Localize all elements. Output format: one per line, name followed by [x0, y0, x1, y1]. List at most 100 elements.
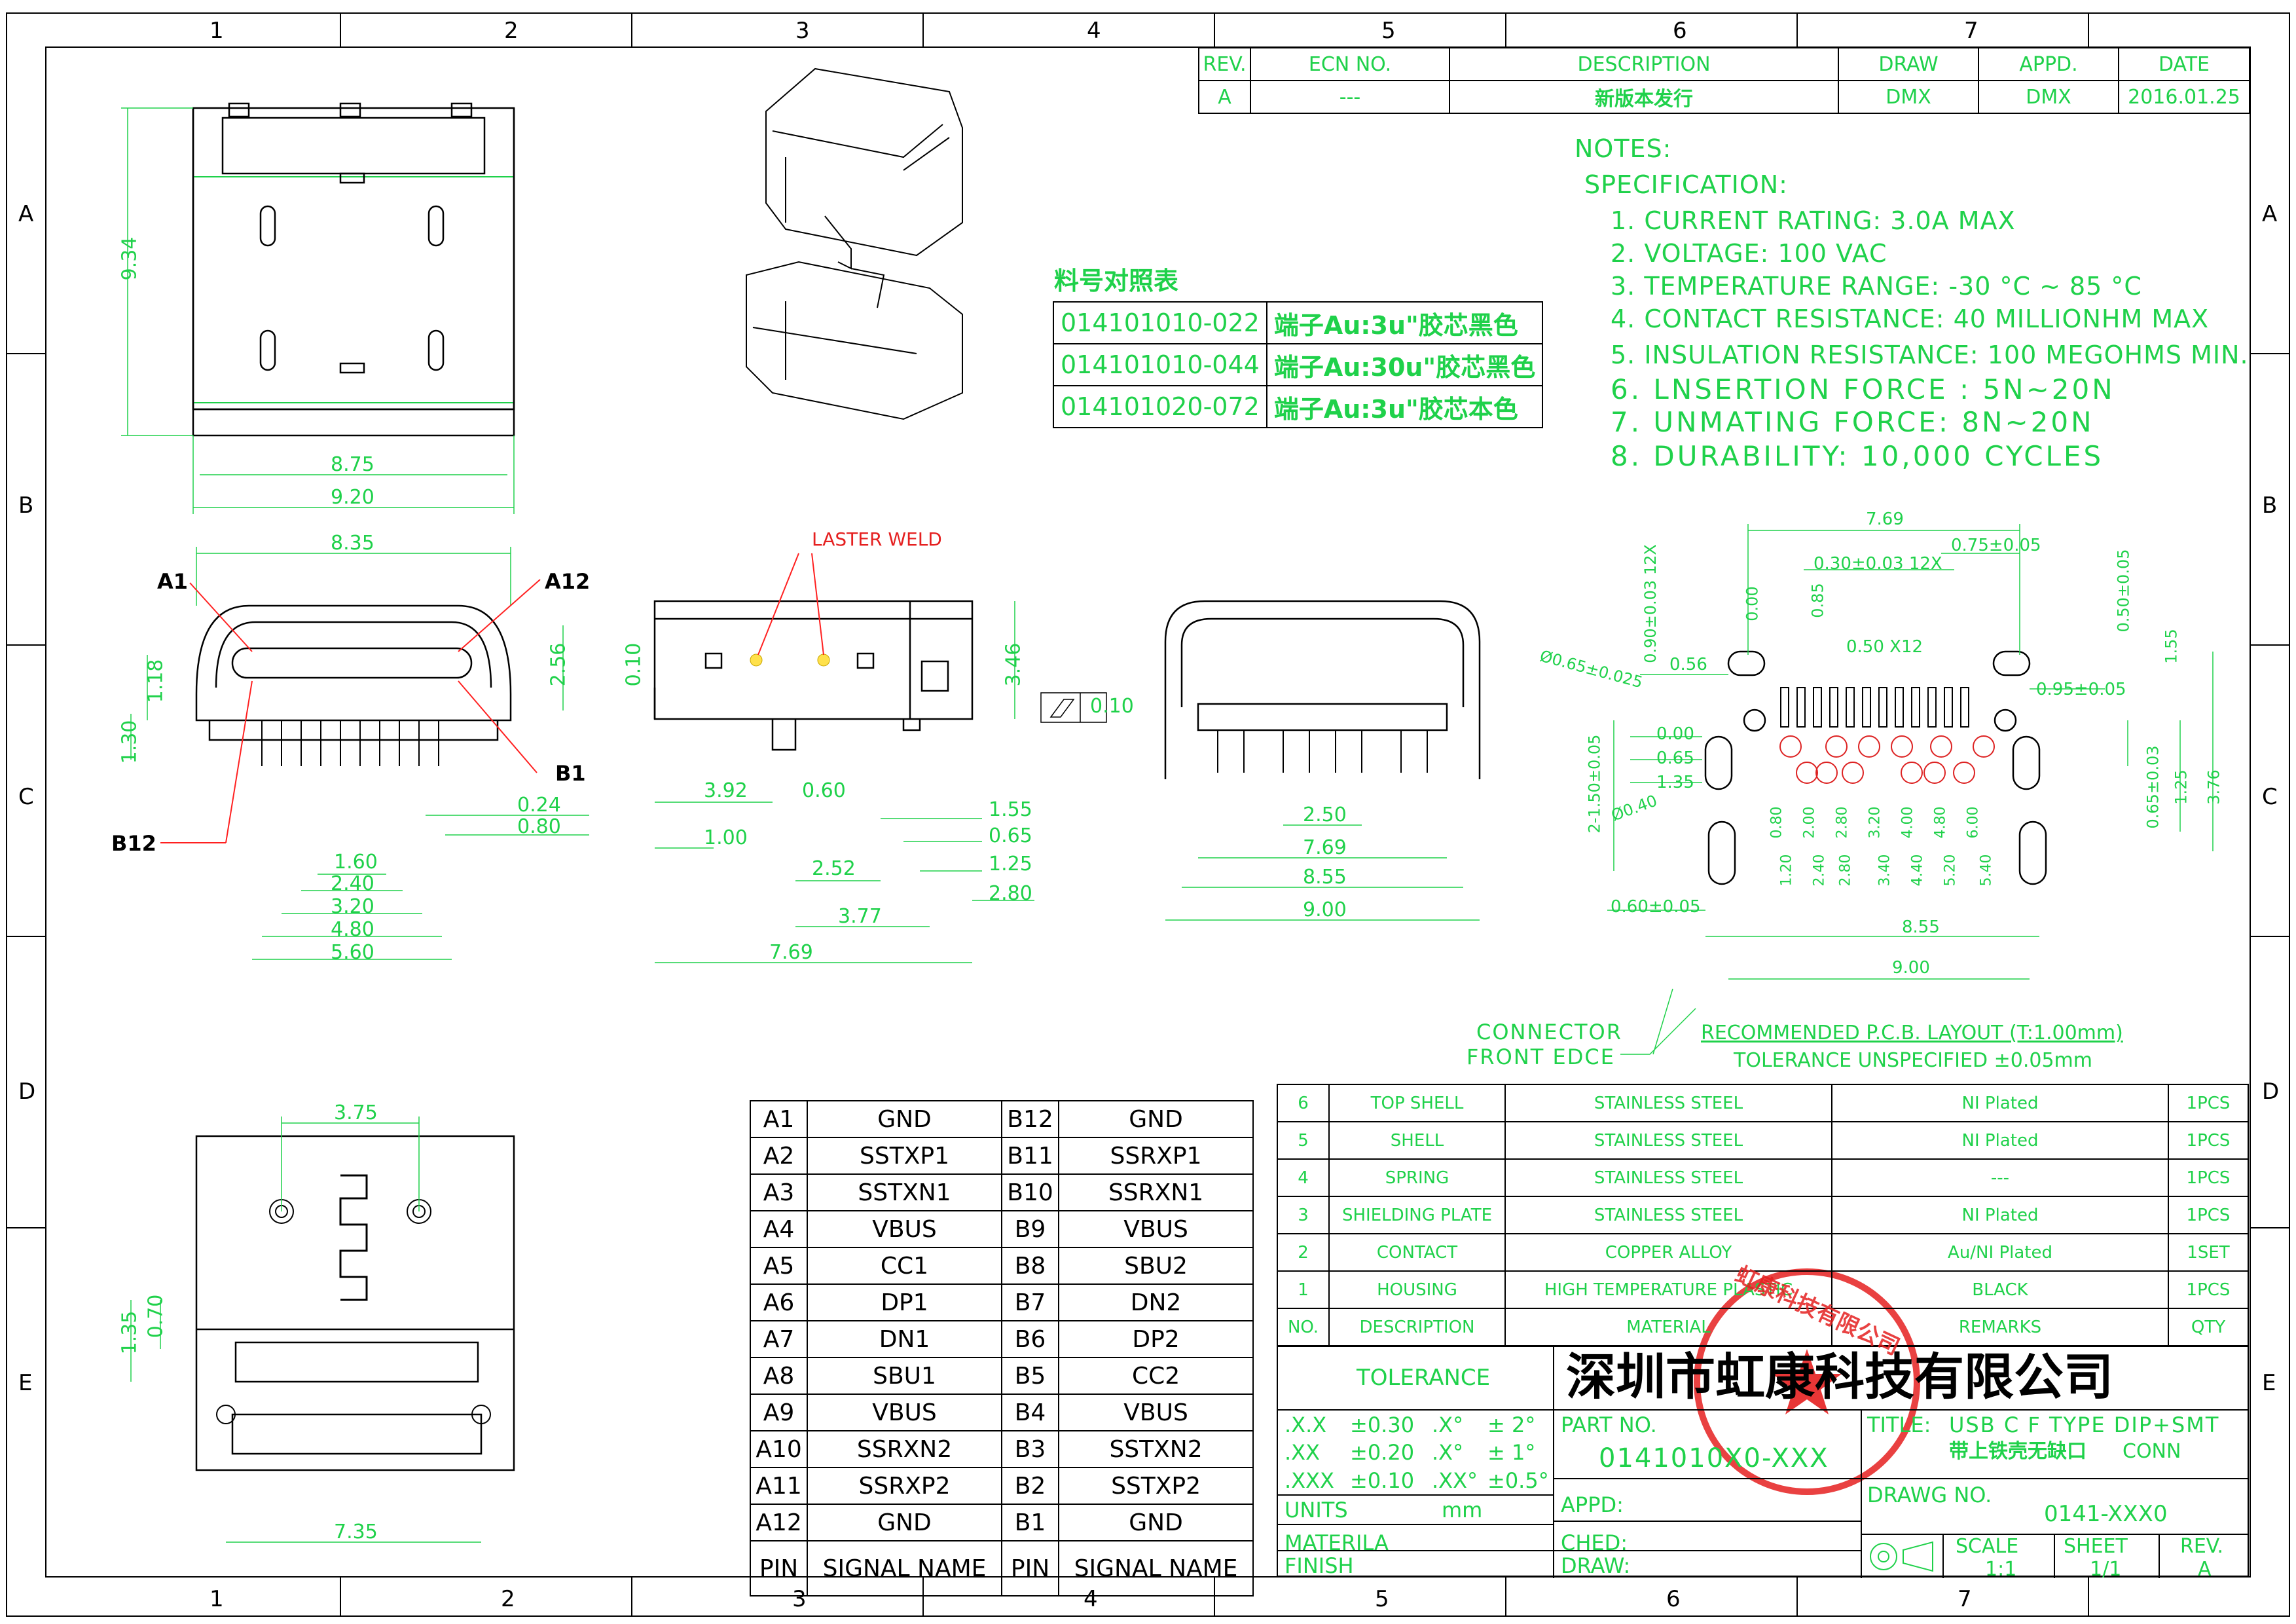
rev-header: REV.	[1198, 47, 1251, 81]
pin-b: B10	[1000, 1173, 1060, 1211]
dim-side-346: 3.46	[1002, 642, 1025, 687]
dim-front-080: 0.80	[517, 815, 561, 838]
signal-a: SSRXP2	[807, 1467, 1002, 1505]
dim-side-065: 0.65	[989, 824, 1032, 847]
bom-description: CONTACT	[1328, 1233, 1506, 1272]
bom-description: SPRING	[1328, 1158, 1506, 1197]
bom-remarks: BLACK	[1831, 1270, 2169, 1309]
pin-footer-row: PIN SIGNAL NAME PIN SIGNAL NAME	[749, 1540, 1254, 1596]
note-item-6: 6. LNSERTION FORCE : 5N~20N	[1611, 373, 2115, 405]
note-item-4: 4. CONTACT RESISTANCE: 40 MILLIONHM MAX	[1611, 304, 2210, 333]
dim-front-118: 1.18	[144, 659, 168, 703]
row-marker-d-right: D	[2262, 1079, 2280, 1105]
dim-bottom-375: 3.75	[334, 1101, 378, 1124]
end-view-drawing	[1164, 600, 1481, 779]
dim-top-width-1: 8.75	[331, 453, 374, 476]
bom-qty: 1PCS	[2168, 1084, 2249, 1122]
signal-a: DP1	[807, 1283, 1002, 1321]
dim-end-900: 9.00	[1303, 898, 1347, 921]
appd-value: DMX	[1978, 80, 2119, 114]
bom-remarks: Au/NI Plated	[1831, 1233, 2169, 1272]
pin-label-a12: A12	[545, 569, 591, 594]
rev-label: REV.	[2180, 1535, 2223, 1558]
pcb-col-top-7: 6.00	[1965, 806, 1982, 839]
connector-front-label: CONNECTOR	[1476, 1020, 1622, 1044]
part-number: 014101020-072	[1053, 385, 1267, 428]
col-marker-6: 6	[1673, 18, 1687, 44]
laser-weld-label: LASTER WELD	[812, 528, 942, 550]
pin-a: A2	[749, 1137, 809, 1175]
draw-label: DRAW:	[1561, 1553, 1631, 1578]
tolerance-row-1-val: ±0.30	[1350, 1412, 1415, 1437]
dim-pcb-000a: 0.00	[1743, 586, 1762, 621]
part-row-3: 014101020-072 端子Au:3u"胶芯本色	[1053, 385, 1544, 428]
dim-pcb-050: 0.50±0.05	[2114, 549, 2133, 633]
part-table-title: 料号对照表	[1054, 267, 1179, 295]
end-view-dims	[1165, 824, 1480, 921]
bom-no: 1	[1277, 1270, 1330, 1309]
part-row-2: 014101010-044 端子Au:30u"胶芯黑色	[1053, 343, 1544, 386]
scale-value: 1:1	[1985, 1558, 2017, 1581]
signal-b: SSRXN1	[1058, 1173, 1254, 1211]
pcb-layout-drawing	[1704, 650, 2047, 885]
note-item-1: 1. CURRENT RATING: 3.0A MAX	[1611, 206, 2016, 235]
dim-side-155: 1.55	[989, 798, 1032, 821]
row-marker-c-right: C	[2262, 784, 2278, 810]
pin-b: B2	[1000, 1467, 1060, 1505]
col-marker-7-bottom: 7	[1958, 1586, 1972, 1612]
front-view-drawing	[195, 604, 512, 766]
signal-a: SBU1	[807, 1357, 1002, 1395]
top-view-dims	[121, 107, 515, 514]
dim-pcb-030: 0.30±0.03 12X	[1813, 554, 1942, 574]
pcb-col-bot-5: 4.40	[1909, 854, 1926, 887]
signal-footer: SIGNAL NAME	[807, 1540, 1002, 1596]
pin-b: B4	[1000, 1393, 1060, 1431]
part-number: 014101010-044	[1053, 343, 1267, 386]
tolerance-row-2-key: .XX	[1285, 1440, 1321, 1465]
signal-a: VBUS	[807, 1393, 1002, 1431]
pcb-col-bot-3: 2.80	[1837, 854, 1854, 887]
units-label: UNITS	[1285, 1498, 1348, 1522]
tolerance-row-1-key: .X.X	[1285, 1412, 1327, 1437]
bom-no: 2	[1277, 1233, 1330, 1272]
pcb-col-bot-4: 3.40	[1876, 854, 1893, 887]
bom-material-header: MATERIAL	[1504, 1308, 1832, 1346]
bom-remarks: NI Plated	[1831, 1121, 2169, 1160]
dim-pcb-135: 1.35	[1656, 773, 1694, 792]
recommended-layout-label: RECOMMENDED P.C.B. LAYOUT (T:1.00mm)	[1701, 1022, 2123, 1044]
date-value: 2016.01.25	[2118, 80, 2250, 114]
signal-footer: SIGNAL NAME	[1058, 1540, 1254, 1596]
revision-row: A --- 新版本发行 DMX DMX 2016.01.25	[1198, 80, 2250, 114]
row-marker-e-right: E	[2262, 1370, 2276, 1396]
front-view-leaders	[160, 579, 541, 843]
col-marker-1-bottom: 1	[210, 1586, 224, 1612]
col-marker-6-bottom: 6	[1666, 1586, 1681, 1612]
pin-a: A12	[749, 1504, 809, 1541]
dim-bottom-135: 1.35	[118, 1310, 141, 1355]
signal-a: SSTXN1	[807, 1173, 1002, 1211]
dim-bottom-070: 0.70	[144, 1294, 168, 1338]
tolerance-title: TOLERANCE	[1357, 1365, 1491, 1391]
ched-label: CHED:	[1561, 1530, 1628, 1555]
tolerance-row-2-val: ±0.20	[1350, 1440, 1415, 1465]
pin-label-b12: B12	[111, 831, 156, 856]
pcb-col-top-6: 4.80	[1932, 806, 1949, 839]
part-no-label: PART NO.	[1561, 1412, 1657, 1437]
col-marker-3: 3	[795, 18, 810, 44]
bom-description: HOUSING	[1328, 1270, 1506, 1309]
bom-material: STAINLESS STEEL	[1504, 1158, 1832, 1197]
bom-material: HIGH TEMPERATURE PLASTIC	[1504, 1270, 1832, 1309]
tolerance-row-3-ang: .XX°	[1432, 1468, 1478, 1493]
dim-side-060: 0.60	[802, 779, 846, 802]
description-header: DESCRIPTION	[1449, 47, 1839, 81]
col-marker-2-bottom: 2	[501, 1586, 515, 1612]
part-description: 端子Au:30u"胶芯黑色	[1266, 343, 1544, 386]
pcb-col-bot-2: 2.40	[1811, 854, 1828, 887]
pcb-col-top-1: 0.80	[1768, 806, 1785, 839]
signal-b: SSRXP1	[1058, 1137, 1254, 1175]
